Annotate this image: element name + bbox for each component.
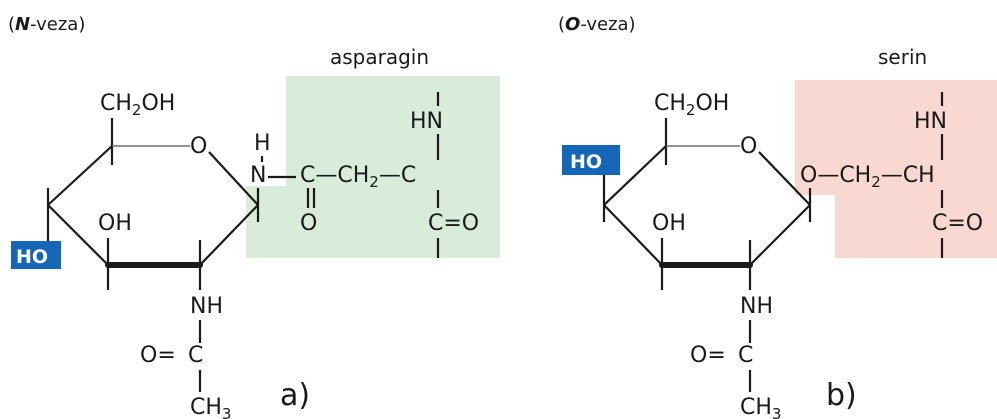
ch3-label-b: CH3 — [740, 395, 781, 419]
ring-oxygen-b: O — [740, 134, 757, 159]
nh-label: NH — [190, 294, 223, 319]
ho-badge — [11, 241, 61, 269]
hn-label-b: HN — [914, 109, 947, 134]
ch3-label: CH3 — [190, 395, 231, 419]
carbonyl-o: O= — [140, 343, 176, 368]
panel-b: (O-veza) serin CH2OH O HO OH NH O= C CH3… — [558, 14, 997, 419]
ch2oh-label: CH2OH — [100, 91, 175, 119]
link-n: N — [250, 163, 266, 188]
hn-label: HN — [410, 109, 443, 134]
heading-o-veza: (O-veza) — [558, 14, 636, 35]
asparagin-box — [246, 76, 500, 258]
panel-a: (N-veza) asparagin CH2OH O OH HO NH O= C… — [8, 14, 500, 419]
carbonyl-c: C — [188, 343, 203, 368]
ring-oxygen: O — [190, 134, 207, 159]
heading-n-veza: (N-veza) — [8, 14, 85, 35]
chain-text-b: O—CH2—CH — [800, 163, 935, 191]
ceo-label-b: C=O — [932, 211, 983, 236]
ch2oh-label-b: CH2OH — [654, 91, 729, 119]
ceo-label: C=O — [428, 211, 479, 236]
nh-label-b: NH — [740, 294, 773, 319]
panel-label-a: a) — [280, 378, 310, 413]
svg-text:HO: HO — [16, 246, 48, 268]
residue-label-serin: serin — [878, 45, 927, 69]
link-h: H — [254, 131, 271, 156]
carbonyl-c-b: C — [738, 343, 753, 368]
chain-text: C—CH2—C — [300, 163, 416, 191]
svg-text:HO: HO — [570, 151, 602, 173]
ho-badge-b — [562, 145, 620, 175]
oh-label-b: OH — [652, 211, 686, 236]
amide-o: O — [300, 211, 317, 236]
panel-label-b: b) — [826, 378, 857, 413]
oh-label: OH — [98, 211, 132, 236]
residue-label-asparagin: asparagin — [330, 45, 429, 69]
carbonyl-o-b: O= — [690, 343, 726, 368]
